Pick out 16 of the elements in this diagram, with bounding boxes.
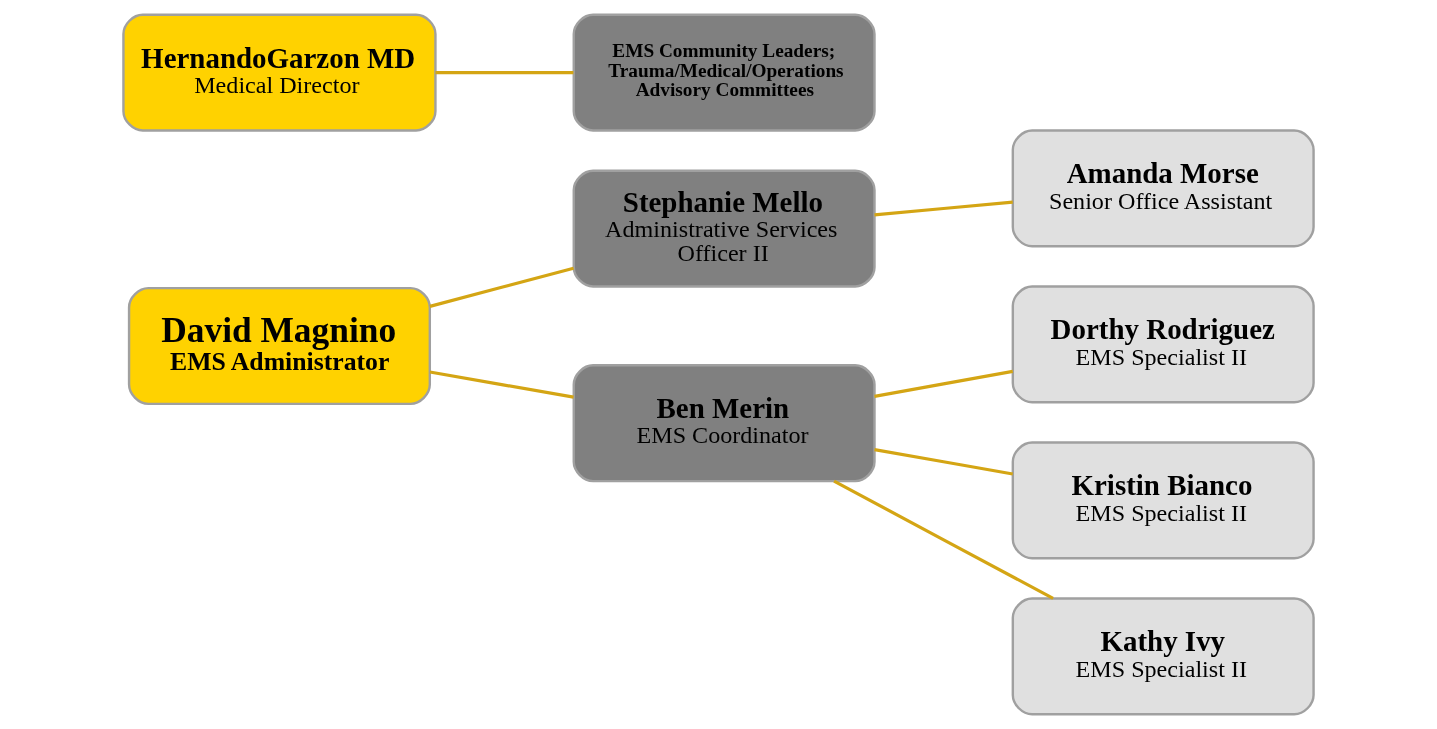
connector: [874, 369, 1014, 398]
connector: [435, 71, 574, 75]
node-box: Dorthy Rodriguez EMS Specialist II: [1011, 285, 1315, 404]
node-box: HernandoGarzon MD Medical Director: [122, 13, 437, 132]
node-box: EMS Community Leaders; Trauma/Medical/Operations Advisory Committees: [572, 13, 876, 132]
connector: [874, 447, 1014, 476]
node-box: Kristin Bianco EMS Specialist II: [1011, 441, 1315, 560]
connector: [833, 479, 1054, 600]
node-box: Kathy Ivy EMS Specialist II: [1011, 597, 1315, 716]
node-box: Ben Merin EMS Coordinator: [572, 364, 876, 483]
connector: [429, 370, 574, 399]
connector: [429, 266, 574, 308]
connector: [874, 200, 1013, 217]
node-box: Stephanie Mello Administrative Services Officer II: [572, 169, 876, 288]
node-box: David Magnino EMS Administrator: [127, 286, 431, 406]
node-box: Amanda Morse Senior Office Assistant: [1011, 129, 1315, 248]
